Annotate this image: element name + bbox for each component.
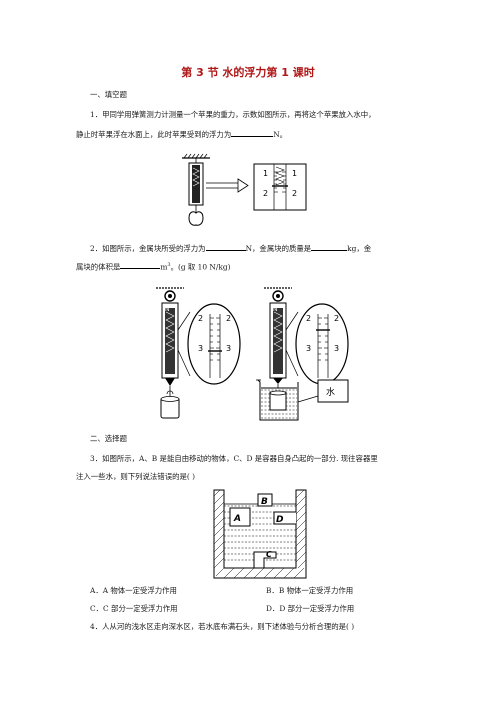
q2-volume-blank[interactable] — [120, 260, 161, 270]
q2-mass-blank[interactable] — [311, 242, 348, 251]
q2-left-scale-3a: 3 — [198, 344, 203, 353]
q2-line1: 2．如图所示，金属块所受的浮力为 N，金属块的质量是 kg，金 — [90, 242, 371, 254]
q4-line1: 4．人从河的浅水区走向深水区，若水底布满石头，则下述体验与分析合理的是( ) — [90, 622, 355, 631]
q3-option-c[interactable]: C．C 部分一定受浮力作用 — [90, 604, 178, 613]
q1-scale-label-1-right: 1 — [292, 169, 297, 178]
section-fill-in: 一、填空题 — [90, 90, 127, 99]
q2-line1-text-a: 2．如图所示，金属块所受的浮力为 — [90, 244, 206, 253]
q1-scale-label-1-left: 1 — [263, 169, 268, 178]
q3-option-b[interactable]: B．B 物体一定受浮力作用 — [266, 586, 354, 595]
q3-option-a[interactable]: A．A 物体一定受浮力作用 — [90, 586, 177, 595]
q2-right-scale-3b: 3 — [334, 344, 339, 353]
q3-label-A: A — [233, 514, 241, 524]
q1-scale-label-2-left: 2 — [263, 189, 268, 198]
q2-left-scale-2a: 2 — [198, 314, 203, 323]
q2-right-scale-2b: 2 — [334, 314, 339, 323]
q3-label-C: C — [266, 550, 272, 559]
q1-unit: N。 — [273, 130, 288, 139]
q3-option-d[interactable]: D．D 部分一定受浮力作用 — [266, 604, 355, 613]
svg-text:N: N — [273, 306, 278, 313]
q1-answer-blank[interactable] — [231, 128, 274, 137]
q1-figure: 1 1 2 2 — [182, 153, 307, 226]
q2-line2-text-c: 。(g 取 10 N/kg) — [170, 262, 231, 272]
q2-figure: N 2 2 3 3 N — [156, 287, 349, 421]
q2-left-scale-2b: 2 — [226, 314, 231, 323]
svg-text:N: N — [165, 306, 170, 313]
q2-buoyancy-blank[interactable] — [205, 242, 246, 251]
q1-line2: 静止时苹果浮在水面上，此时苹果受到的浮力为 N。 — [76, 128, 287, 140]
q1-scale-label-2-right: 2 — [292, 189, 297, 198]
q2-unit-m: m — [160, 262, 168, 272]
section-choice: 二、选择题 — [90, 434, 127, 443]
q3-label-B: B — [261, 497, 268, 507]
page-title: 第 3 节 水的浮力第 1 课时 — [181, 66, 315, 79]
q3-figure: B A D C — [213, 489, 307, 579]
q2-right-scale-3a: 3 — [306, 344, 311, 353]
q3-line2: 注入一些水，则下列说法错误的是( ) — [76, 472, 195, 481]
q2-line2-text-a: 属块的体积是 — [76, 262, 121, 272]
q2-line1-text-b: N，金属块的质量是 — [245, 244, 312, 253]
q3-line1: 3．如图所示，A、B 是能自由移动的物体，C、D 是容器自身凸起的一部分. 现往… — [90, 454, 378, 463]
q2-line1-text-c: kg，金 — [347, 244, 372, 253]
q3-label-D: D — [276, 515, 284, 525]
q2-water-label: 水 — [326, 386, 335, 398]
q2-line2: 属块的体积是 m3。(g 取 10 N/kg) — [76, 260, 230, 272]
q2-unit-sup: 3 — [167, 262, 171, 268]
q2-left-scale-3b: 3 — [226, 344, 231, 353]
q2-right-scale-2a: 2 — [306, 314, 311, 323]
q1-line1: 1．甲同学用弹簧测力计测量一个苹果的重力，示数如图所示，再将这个苹果放入水中， — [90, 110, 376, 119]
q1-line2-text: 静止时苹果浮在水面上，此时苹果受到的浮力为 — [76, 130, 232, 139]
